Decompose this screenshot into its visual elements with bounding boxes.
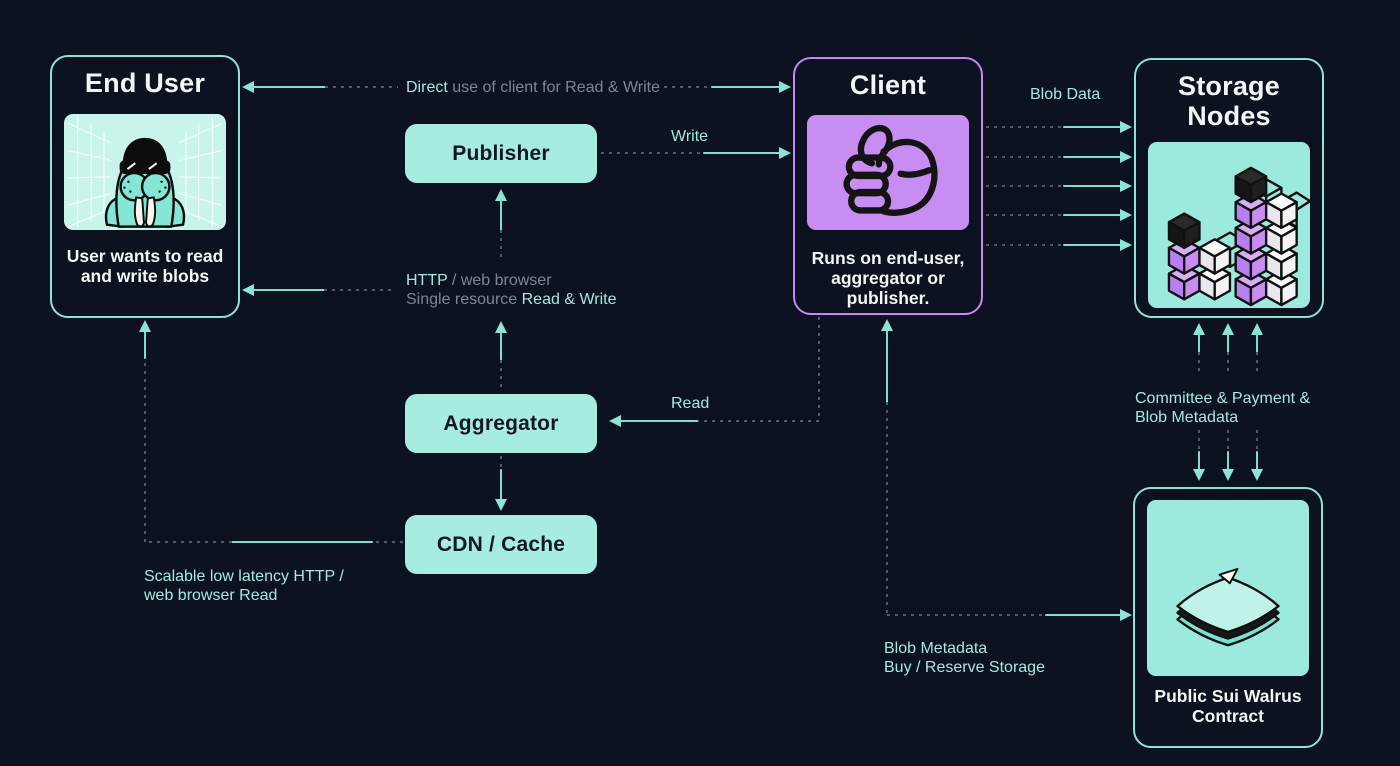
- label-committee: Committee & Payment & Blob Metadata: [1135, 390, 1311, 426]
- storage-nodes-title: Storage Nodes: [1178, 71, 1280, 131]
- node-aggregator: Aggregator: [405, 394, 597, 453]
- label-blob-data: Blob Data: [1030, 86, 1101, 103]
- walrus: [104, 137, 186, 228]
- edge-write: [601, 147, 791, 159]
- contract-caption: Public Sui Walrus Contract: [1154, 686, 1302, 726]
- walrus-illustration: [64, 114, 226, 230]
- edge-client-contract: [881, 319, 1132, 621]
- edge-cdn-enduser: [139, 320, 403, 543]
- client-title: Client: [849, 70, 927, 100]
- edge-blob-data: [986, 121, 1132, 251]
- aggregator-label: Aggregator: [443, 411, 559, 435]
- edge-http-up: [495, 321, 507, 391]
- edge-publisher-up: [495, 189, 507, 261]
- node-publisher: Publisher: [405, 124, 597, 183]
- label-blob-metadata: Blob Metadata Buy / Reserve Storage: [884, 640, 1045, 676]
- label-direct-use: Direct use of client for Read & Write: [406, 79, 661, 96]
- label-scalable-read: Scalable low latency HTTP / web browser …: [144, 568, 344, 604]
- client-caption: Runs on end-user, aggregator or publishe…: [811, 248, 965, 308]
- edge-direct-use: [242, 81, 791, 93]
- label-read: Read: [671, 395, 710, 412]
- end-user-caption: User wants to read and write blobs: [66, 246, 224, 286]
- grid-walls: [67, 117, 223, 228]
- node-cdn-cache: CDN / Cache: [405, 515, 597, 574]
- cube-stacks-illustration: [1148, 142, 1310, 308]
- label-write: Write: [671, 128, 709, 145]
- label-http-browser: HTTP / web browser Single resource Read …: [406, 272, 617, 308]
- edge-aggregator-cdn: [495, 456, 507, 511]
- edge-read: [609, 317, 820, 427]
- node-end-user: End User: [50, 55, 240, 318]
- paper-stack-illustration: [1147, 500, 1309, 676]
- edge-http-enduser: [242, 284, 393, 296]
- node-client: Client Runs on end-user, aggregator or p…: [793, 57, 983, 315]
- end-user-title: End User: [84, 68, 206, 98]
- edge-storage-contract: [1193, 323, 1263, 481]
- publisher-label: Publisher: [452, 141, 550, 165]
- thumbs-up-icon: [807, 115, 969, 230]
- cdn-cache-label: CDN / Cache: [436, 532, 566, 556]
- node-contract: Public Sui Walrus Contract: [1133, 487, 1323, 748]
- node-storage-nodes: Storage Nodes: [1134, 58, 1324, 318]
